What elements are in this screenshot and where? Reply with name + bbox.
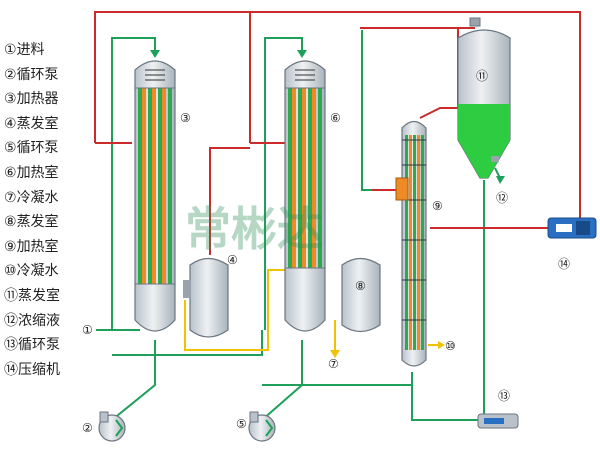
callout-1: ① [82, 323, 93, 337]
bottom-to-pump-13 [411, 372, 480, 421]
heater-9-tubes [405, 135, 424, 350]
legend-marker: ⑪ [4, 287, 18, 304]
legend-label: 加热室 [16, 164, 59, 181]
legend-item: ⑫浓缩液 [4, 309, 88, 334]
feed-line-top-1 [111, 37, 156, 330]
callout-5: ⑤ [236, 417, 247, 431]
callout-14: ⑭ [558, 257, 570, 271]
legend-item: ⑨加热室 [4, 235, 88, 260]
legend-marker: ② [4, 66, 17, 83]
legend-item: ⑥加热室 [4, 161, 88, 186]
legend-item: ②循环泵 [4, 63, 88, 88]
heater-3-tubes [138, 88, 172, 284]
recirc-line-2 [261, 340, 303, 421]
legend-item: ③加热器 [4, 87, 88, 112]
legend-label: 压缩机 [18, 361, 60, 378]
separator-4 [183, 257, 229, 338]
legend-label: 进料 [16, 42, 45, 58]
legend-item: ⑦冷凝水 [4, 186, 88, 211]
legend-item: ⑬循环泵 [4, 333, 88, 358]
feed-line-top-2 [264, 37, 303, 330]
callout-2: ② [82, 421, 93, 435]
callouts: ① ② ③ ④ ⑤ ⑥ ⑦ ⑧ ⑨ ⑩ ⑪ ⑫ ⑬ ⑭ [82, 69, 570, 435]
legend-label: 加热器 [16, 91, 59, 108]
legend-item: ⑪蒸发室 [4, 284, 88, 309]
callout-9: ⑨ [432, 199, 443, 213]
legend-label: 循环泵 [16, 66, 59, 83]
legend-marker: ⑦ [4, 189, 17, 206]
legend-marker: ⑧ [4, 214, 17, 231]
legend-label: 浓缩液 [18, 312, 60, 329]
legend-label: 蒸发室 [18, 287, 60, 304]
callout-13: ⑬ [498, 389, 510, 403]
pump-13 [477, 413, 519, 429]
recirc-line-1b [112, 330, 263, 356]
legend-label: 循环泵 [18, 337, 60, 354]
legend-item: ⑧蒸发室 [4, 210, 88, 235]
callout-12: ⑫ [496, 191, 508, 205]
legend-marker: ⑭ [4, 361, 18, 378]
legend-item: ⑩冷凝水 [4, 259, 88, 284]
heater-9 [395, 120, 427, 367]
pump-2 [98, 411, 126, 442]
legend-marker: ⑤ [4, 140, 17, 157]
flow-arrows [150, 50, 505, 358]
callout-10: ⑩ [445, 339, 456, 353]
legend-label: 加热室 [16, 238, 59, 255]
recirc-line-1 [111, 340, 156, 421]
legend-label: 蒸发室 [16, 115, 59, 132]
legend-item: ①进料 [4, 38, 88, 63]
legend-marker: ③ [4, 91, 17, 108]
condensate-1 [184, 269, 290, 351]
callout-8: ⑧ [355, 279, 366, 293]
legend-item: ⑭压缩机 [4, 358, 88, 383]
legend-marker: ⑬ [4, 337, 18, 354]
separator-8 [341, 257, 381, 333]
top-feed-loop [361, 30, 402, 191]
callout-11: ⑪ [476, 69, 488, 83]
callout-7: ⑦ [328, 357, 339, 371]
legend-marker: ④ [4, 115, 17, 132]
compressor-14 [547, 217, 597, 239]
pump-5 [248, 411, 276, 442]
legend-label: 冷凝水 [16, 189, 59, 206]
legend-label: 循环泵 [16, 140, 59, 157]
legend-label: 冷凝水 [16, 263, 59, 280]
callout-4: ④ [227, 253, 238, 267]
legend-label: 蒸发室 [16, 214, 59, 231]
watermark: 常彬达 [185, 202, 323, 256]
concentrate-level [458, 104, 510, 178]
heater-6 [284, 60, 326, 332]
legend-marker: ⑥ [4, 164, 17, 181]
heater-6-tubes [288, 88, 322, 268]
sep-1-to-effect-2 [209, 147, 250, 255]
legend-item: ⑤循环泵 [4, 136, 88, 161]
callout-3: ③ [180, 111, 191, 125]
legend-item: ④蒸发室 [4, 112, 88, 137]
recirc-line-2b [262, 380, 413, 386]
legend-marker: ⑩ [4, 263, 17, 280]
separator-11 [457, 17, 511, 179]
legend-marker: ① [4, 42, 17, 58]
callout-6: ⑥ [330, 111, 341, 125]
legend-marker: ⑨ [4, 238, 17, 255]
heater-3 [134, 60, 176, 332]
legend-marker: ⑫ [4, 312, 18, 329]
